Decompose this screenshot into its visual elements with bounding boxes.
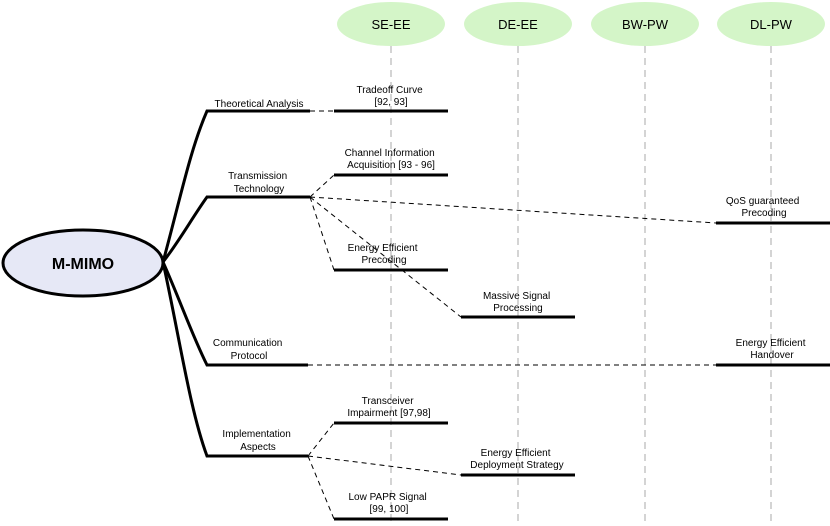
branch-line-implementation bbox=[161, 261, 308, 458]
column-se-ee: SE-EE bbox=[337, 2, 445, 46]
connector-deployment bbox=[307, 455, 462, 476]
leaf-label-line: QoS guaranteed bbox=[726, 196, 799, 207]
leaf-label-line: Processing bbox=[493, 303, 542, 314]
leaf-label-line: [92, 93] bbox=[374, 97, 408, 108]
column-dl-pw: DL-PW bbox=[717, 2, 825, 46]
leaf-label-line: Low PAPR Signal bbox=[349, 492, 427, 503]
leaf-label-line: Energy Efficient bbox=[481, 448, 551, 459]
dashed-connectors bbox=[307, 110, 717, 520]
column-label: SE-EE bbox=[371, 17, 410, 32]
root-label: M-MIMO bbox=[52, 256, 114, 273]
leaf-low-papr: Low PAPR Signal [99, 100] bbox=[349, 492, 430, 515]
leaf-massive-signal: Massive Signal Processing bbox=[483, 291, 553, 314]
leaf-label-line: Deployment Strategy bbox=[470, 460, 563, 471]
leaf-label-line: [99, 100] bbox=[370, 504, 409, 515]
connector-qos-precoding bbox=[309, 196, 717, 224]
column-label: DL-PW bbox=[750, 17, 793, 32]
branch-curves bbox=[161, 109, 310, 458]
leaf-qos-precoding: QoS guaranteed Precoding bbox=[726, 196, 802, 219]
leaf-deployment-strategy: Energy Efficient Deployment Strategy bbox=[470, 448, 563, 471]
root-ellipse bbox=[1, 228, 165, 298]
branch-line-transmission bbox=[161, 195, 310, 263]
leaf-label-line: Energy Efficient bbox=[348, 243, 418, 254]
leaf-label-line: Channel Information bbox=[345, 148, 435, 159]
connector-channel-info bbox=[309, 174, 335, 198]
connector-transceiver bbox=[307, 422, 335, 457]
column-guides bbox=[390, 46, 772, 526]
column-de-ee: DE-EE bbox=[464, 2, 572, 46]
leaf-label-line: Tradeoff Curve bbox=[357, 85, 424, 96]
branch-label-line: Transmission bbox=[228, 171, 287, 182]
column-headers: SE-EE DE-EE BW-PW DL-PW bbox=[337, 2, 825, 46]
branch-label-implementation: Implementation Aspects bbox=[222, 429, 293, 453]
column-label: DE-EE bbox=[498, 17, 538, 32]
branch-label-theoretical: Theoretical Analysis bbox=[215, 99, 304, 110]
leaf-label-line: Massive Signal bbox=[483, 291, 550, 302]
branch-label-line: Communication bbox=[213, 338, 282, 349]
leaf-label-line: Precoding bbox=[361, 255, 406, 266]
column-label: BW-PW bbox=[622, 17, 669, 32]
column-bubble bbox=[717, 2, 825, 46]
branch-label-line: Aspects bbox=[240, 442, 276, 453]
leaf-label-line: Transceiver bbox=[362, 396, 415, 407]
branch-line-protocol bbox=[161, 261, 308, 367]
column-bubble bbox=[337, 2, 445, 46]
column-bubble bbox=[464, 2, 572, 46]
branch-label-transmission: Transmission Technology bbox=[228, 171, 290, 195]
branch-labels: Theoretical Analysis Transmission Techno… bbox=[213, 99, 304, 453]
connector-low-papr bbox=[307, 455, 335, 520]
branch-label-protocol: Communication Protocol bbox=[213, 338, 285, 362]
column-bw-pw: BW-PW bbox=[591, 2, 699, 46]
leaf-label-line: Impairment [97,98] bbox=[347, 408, 431, 419]
branch-label-line: Protocol bbox=[231, 351, 268, 362]
branch-label-line: Theoretical Analysis bbox=[215, 99, 304, 110]
leaf-ee-handover: Energy Efficient Handover bbox=[736, 338, 809, 361]
branch-label-line: Technology bbox=[234, 184, 285, 195]
leaf-tradeoff-curve: Tradeoff Curve [92, 93] bbox=[357, 85, 426, 108]
leaf-label-line: Energy Efficient bbox=[736, 338, 806, 349]
leaf-label-line: Precoding bbox=[741, 208, 786, 219]
column-bubble bbox=[591, 2, 699, 46]
leaf-labels: Tradeoff Curve [92, 93] Channel Informat… bbox=[345, 85, 809, 515]
branch-line-theoretical bbox=[161, 109, 310, 263]
leaf-label-line: Acquisition [93 - 96] bbox=[347, 160, 435, 171]
leaf-channel-information: Channel Information Acquisition [93 - 96… bbox=[345, 148, 438, 171]
leaf-label-line: Handover bbox=[750, 350, 794, 361]
root-node: M-MIMO bbox=[1, 228, 165, 298]
connector-ee-precoding bbox=[309, 196, 335, 271]
branch-label-line: Implementation bbox=[222, 429, 290, 440]
leaf-ee-precoding: Energy Efficient Precoding bbox=[348, 243, 421, 266]
leaf-underlines bbox=[334, 109, 830, 521]
leaf-transceiver: Transceiver Impairment [97,98] bbox=[347, 396, 431, 419]
